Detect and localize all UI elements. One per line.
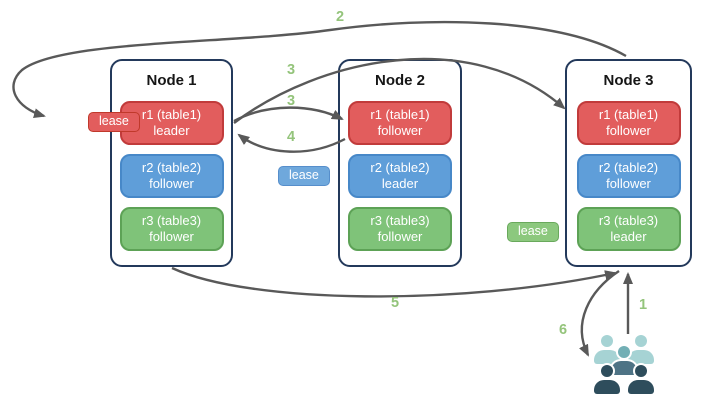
replica-name: r3 (table3) [370,212,430,228]
replica-name: r2 (table2) [141,159,202,175]
lease-badge-blue: lease [278,166,330,186]
replica-role: follower [377,123,423,138]
node-1-replica-r3: r3 (table3) follower [119,207,224,251]
arrow-5-node1-to-node3 [171,266,617,298]
replica-name: r1 (table1) [598,106,659,122]
replica-role: follower [606,123,651,138]
node-3-replica-r1: r1 (table1) follower [576,101,681,145]
person-icon [611,346,637,376]
replica-name: r3 (table3) [598,212,659,228]
node-1-title: Node 1 [146,72,197,89]
person-icon [628,335,654,365]
user-group-icon [592,333,672,399]
node-1-replica-r2: r2 (table2) follower [119,154,224,198]
arrow-label-2: 2 [335,9,345,25]
arrow-label-6: 6 [558,322,568,338]
replica-name: r2 (table2) [370,159,430,175]
node-1-box: Node 1 r1 (table1) leader r2 (table2) fo… [110,59,233,267]
lease-badge-red: lease [88,112,140,132]
node-3-title: Node 3 [603,72,654,89]
replica-role: leader [153,123,190,138]
arrow-label-3b: 3 [286,93,296,109]
replica-name: r2 (table2) [598,159,659,175]
replica-name: r1 (table1) [370,106,430,122]
lease-badge-green: lease [507,222,559,242]
replica-role: follower [606,176,651,191]
replica-role: follower [149,176,194,191]
replica-name: r3 (table3) [141,212,202,228]
node-2-replica-r3: r3 (table3) follower [348,207,452,251]
node-2-title: Node 2 [374,72,425,89]
replica-role: follower [149,229,194,244]
node-2-box: Node 2 r1 (table1) follower r2 (table2) … [338,59,462,267]
arrow-label-5: 5 [390,295,400,311]
arrow-label-4: 4 [286,129,296,145]
node-3-box: Node 3 r1 (table1) follower r2 (table2) … [565,59,692,267]
arrow-label-1: 1 [638,297,648,313]
arrow-label-3a: 3 [286,62,296,78]
arrow-3-node1-to-node2 [233,106,344,123]
node-3-replica-r2: r2 (table2) follower [576,154,681,198]
node-3-replica-r3: r3 (table3) leader [576,207,681,251]
replica-role: leader [610,229,647,244]
node-2-replica-r2: r2 (table2) leader [348,154,452,198]
replica-name: r1 (table1) [141,106,202,122]
person-icon [628,365,654,395]
person-icon [594,365,620,395]
node-2-replica-r1: r1 (table1) follower [348,101,452,145]
replica-role: follower [377,229,423,244]
replica-role: leader [381,176,419,191]
arrow-2-node3-to-red-lease [12,20,627,119]
